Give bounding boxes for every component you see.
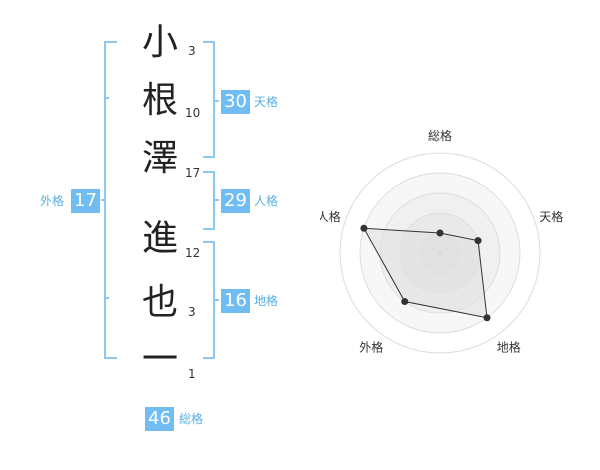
jinkaku-badge: 29 (221, 189, 250, 213)
stroke-count-1: 3 (188, 44, 196, 58)
name-char-1: 小 (141, 22, 178, 63)
radar-point-3 (401, 298, 409, 306)
radar-axis-label-3: 外格 (359, 340, 383, 355)
tenkaku-badge: 30 (221, 90, 250, 114)
name-char-6: 一 (141, 339, 178, 380)
radar-point-4 (360, 224, 368, 232)
name-char-2: 根 (141, 80, 178, 121)
stroke-count-6: 1 (188, 367, 196, 381)
tenkaku-label: 天格 (254, 95, 279, 109)
chikaku-label: 地格 (254, 294, 279, 308)
stroke-count-2: 10 (185, 106, 201, 120)
radar-axis-label-1: 天格 (539, 209, 563, 224)
name-char-3: 澤 (141, 138, 178, 179)
stroke-count-3: 17 (185, 166, 201, 180)
stroke-count-4: 12 (185, 246, 201, 260)
stroke-count-5: 3 (188, 305, 196, 319)
radar-axis-label-4: 人格 (320, 209, 341, 224)
gaikaku-label: 外格 (40, 194, 65, 208)
radar-point-1 (474, 237, 482, 245)
radar-shape (363, 227, 488, 319)
chikaku-badge: 16 (221, 289, 250, 313)
name-char-5: 也 (141, 282, 178, 323)
radar-point-2 (483, 314, 491, 322)
name-char-4: 進 (141, 218, 178, 259)
soukaku-badge: 46 (145, 407, 174, 431)
radar-axis-label-2: 地格 (497, 340, 521, 355)
radar-axis-label-0: 総格 (428, 128, 452, 143)
gaikaku-badge: 17 (71, 189, 100, 213)
radar-point-0 (436, 229, 444, 237)
soukaku-label: 総格 (179, 412, 204, 426)
jinkaku-label: 人格 (254, 194, 279, 208)
